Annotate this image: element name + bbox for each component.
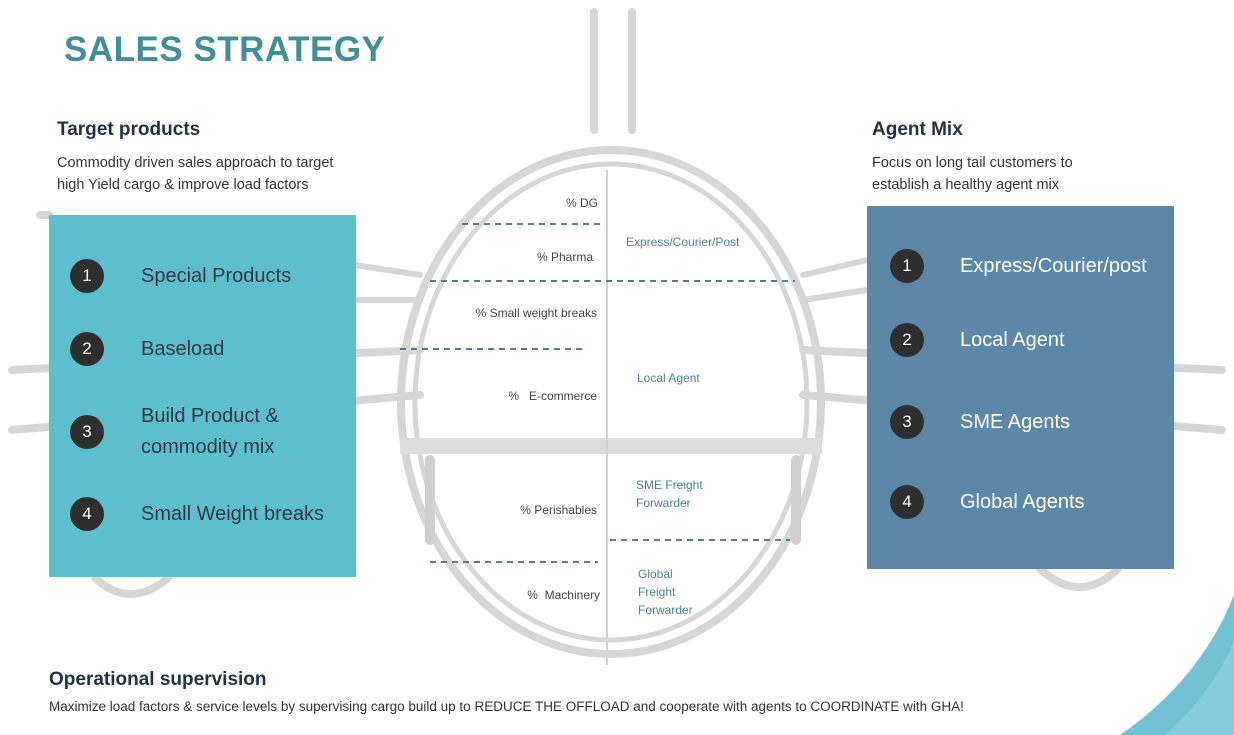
commodity-label-small-weight-breaks: % Small weight breaks — [475, 306, 597, 320]
agent-label-express: Express/Courier/Post — [626, 235, 740, 249]
target-product-label-line: commodity mix — [141, 436, 275, 458]
cargo-hold-walls — [425, 455, 801, 545]
agent-mix-item: 1 Express/Courier/post — [890, 249, 1147, 283]
agent-mix-label: Global Agents — [960, 490, 1085, 513]
commodity-label-dg: % DG — [565, 196, 598, 210]
agent-label-line: Forwarder — [636, 496, 691, 510]
left-engine — [91, 574, 172, 598]
target-product-label: Baseload — [141, 337, 225, 360]
number-badge: 2 — [70, 332, 104, 366]
target-products-panel: 1 Special Products 2 Baseload 3 Build Pr… — [49, 215, 356, 577]
agent-mix-label: SME Agents — [960, 410, 1071, 433]
agent-mix-item: 2 Local Agent — [890, 323, 1065, 357]
target-product-item: 2 Baseload — [70, 332, 224, 366]
target-product-label: Small Weight breaks — [141, 502, 325, 525]
agent-mix-heading: Agent Mix — [872, 119, 963, 140]
accent-swoosh-light — [1165, 640, 1234, 735]
fuselage-inner-outline — [412, 161, 810, 643]
dashed-separators — [400, 223, 795, 563]
operational-supervision-heading: Operational supervision — [49, 669, 267, 690]
agent-mix-item: 4 Global Agents — [890, 485, 1085, 519]
number-badge: 1 — [70, 259, 104, 293]
operational-supervision-description: Maximize load factors & service levels b… — [49, 699, 964, 714]
agent-mix-description-line: Focus on long tail customers to — [872, 155, 1073, 171]
agent-label-sme-freight-forwarder: SME Freight Forwarder — [636, 476, 703, 512]
target-product-item: 3 Build Product & commodity mix — [70, 401, 279, 463]
agent-mix-label: Express/Courier/post — [960, 254, 1147, 277]
target-product-label: Build Product & commodity mix — [141, 401, 279, 463]
agent-label-global-freight-forwarder: Global Freight Forwarder — [638, 565, 693, 619]
fuselage-outer-outline — [397, 146, 825, 658]
agent-mix-panel: 1 Express/Courier/post 2 Local Agent 3 S… — [867, 206, 1174, 569]
agent-label-line: Freight — [638, 585, 676, 599]
agent-label-line: SME Freight — [636, 478, 703, 492]
number-badge: 2 — [890, 323, 924, 357]
agent-label-local: Local Agent — [637, 371, 700, 385]
commodity-label-machinery: % Machinery — [527, 588, 600, 602]
number-badge: 3 — [890, 405, 924, 439]
target-product-item: 4 Small Weight breaks — [70, 497, 324, 531]
commodity-label-pharma: % Pharma — [536, 250, 593, 264]
left-wing-stub — [352, 262, 423, 303]
target-product-label: Special Products — [141, 264, 292, 287]
agent-mix-description-line: establish a healthy agent mix — [872, 177, 1059, 193]
tail-fin-outline — [590, 8, 636, 134]
right-engine — [1036, 565, 1122, 591]
number-badge: 4 — [70, 497, 104, 531]
number-badge: 4 — [890, 485, 924, 519]
number-badge: 1 — [890, 249, 924, 283]
target-products-description: Commodity driven sales approach to targe… — [57, 152, 333, 196]
number-badge: 3 — [70, 415, 104, 449]
target-products-heading: Target products — [57, 119, 201, 140]
commodity-label-perishables: % Perishables — [520, 503, 597, 517]
agent-mix-item: 3 SME Agents — [890, 405, 1070, 439]
target-product-label-line: Build Product & — [141, 405, 279, 427]
target-products-description-line: Commodity driven sales approach to targe… — [57, 155, 334, 171]
cabin-floor — [400, 438, 822, 454]
right-wing-stub — [800, 257, 870, 303]
page-title: SALES STRATEGY — [64, 30, 386, 69]
agent-label-line: Forwarder — [638, 603, 693, 617]
agent-label-line: Global — [638, 567, 673, 581]
agent-mix-label: Local Agent — [960, 328, 1065, 351]
agent-mix-description: Focus on long tail customers to establis… — [872, 152, 1073, 196]
commodity-label-e-commerce: % E-commerce — [508, 389, 597, 403]
target-product-item: 1 Special Products — [70, 259, 291, 293]
target-products-description-line: high Yield cargo & improve load factors — [57, 177, 309, 193]
